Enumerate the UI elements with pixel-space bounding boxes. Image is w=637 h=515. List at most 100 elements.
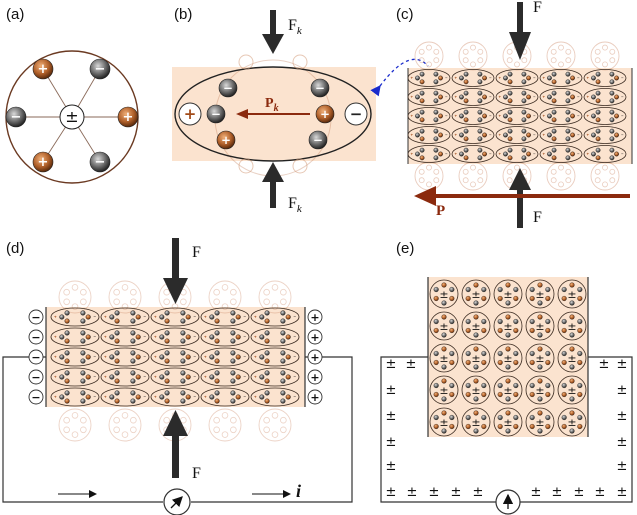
- neutral-charge-symbol: ±: [386, 409, 397, 424]
- neutral-cell: ±: [557, 279, 587, 309]
- panel-b: (b) + − −−−++− Pk Fk Fk: [172, 6, 429, 215]
- neutral-charge-symbol: ±: [617, 357, 628, 372]
- svg-text:−: −: [293, 315, 296, 319]
- svg-text:+: +: [454, 95, 457, 99]
- surface-negative-charge: [28, 369, 44, 385]
- svg-text:+: +: [254, 375, 257, 379]
- neutral-charge-symbol: ±: [617, 383, 628, 398]
- svg-text:+: +: [498, 95, 501, 99]
- lattice-cell: +−: [583, 145, 627, 163]
- surface-negative-charge: [28, 349, 44, 365]
- neutral-cell: ±: [429, 343, 459, 373]
- zoom-pointer-arrow: [370, 58, 429, 97]
- anion-ion: −: [89, 151, 111, 173]
- ghost-cell: [258, 280, 292, 314]
- svg-text:−: −: [143, 375, 146, 379]
- ghost-cell: [458, 161, 488, 191]
- svg-text:+: +: [154, 375, 157, 379]
- ghost-cell: [108, 408, 142, 442]
- svg-text:−: −: [143, 315, 146, 319]
- svg-text:±: ±: [567, 352, 576, 365]
- neutral-cell: ±: [493, 279, 523, 309]
- ghost-cell: [590, 41, 620, 71]
- svg-text:+: +: [410, 114, 413, 118]
- neutral-charge-symbol: ±: [386, 485, 397, 500]
- svg-text:−: −: [143, 355, 146, 359]
- svg-text:−: −: [95, 62, 106, 77]
- svg-text:−: −: [193, 395, 196, 399]
- lattice-cell: +−: [50, 387, 100, 407]
- svg-text:+: +: [38, 62, 49, 77]
- lattice-cell: +−: [451, 88, 495, 106]
- svg-text:±: ±: [567, 320, 576, 333]
- svg-text:−: −: [31, 331, 40, 344]
- ghost-ion: [238, 158, 254, 174]
- svg-text:−: −: [577, 114, 580, 118]
- svg-text:+: +: [204, 355, 207, 359]
- cation-ion: +: [216, 130, 236, 150]
- svg-text:−: −: [31, 391, 40, 404]
- neutral-cell: ±: [461, 279, 491, 309]
- lattice-cell: +−: [495, 88, 539, 106]
- svg-text:+: +: [204, 395, 207, 399]
- svg-text:±: ±: [439, 288, 448, 301]
- cation-ion: +: [117, 106, 139, 128]
- anion-ion: −: [89, 58, 111, 80]
- svg-text:+: +: [254, 315, 257, 319]
- svg-text:+: +: [204, 335, 207, 339]
- lattice-cell: +−: [150, 307, 200, 327]
- svg-text:−: −: [193, 335, 196, 339]
- svg-text:±: ±: [439, 320, 448, 333]
- neutral-cell: ±: [493, 375, 523, 405]
- ghost-cell: [158, 280, 192, 314]
- svg-text:−: −: [93, 335, 96, 339]
- neutral-charge-symbol: ±: [386, 435, 397, 450]
- svg-text:−: −: [577, 95, 580, 99]
- lattice-cell: +−: [495, 126, 539, 144]
- svg-text:+: +: [410, 76, 413, 80]
- svg-text:−: −: [489, 76, 492, 80]
- svg-text:±: ±: [439, 384, 448, 397]
- lattice-cell: +−: [539, 145, 583, 163]
- svg-text:+: +: [204, 315, 207, 319]
- neutral-charge-symbol: ±: [531, 485, 542, 500]
- svg-text:−: −: [313, 133, 323, 147]
- panel-d: (d) +−+−+−+−+−+−+−+−+−+−+−+−+−+−+−+−+−+−…: [2, 238, 353, 515]
- force-arrowhead-top-c: [509, 32, 531, 60]
- neutral-cell: ±: [461, 343, 491, 373]
- neutral-cell: ±: [461, 311, 491, 341]
- neutral-charge-symbol: ±: [473, 485, 484, 500]
- lattice-cell: +−: [539, 88, 583, 106]
- neutral-cell: ±: [525, 279, 555, 309]
- force-arrowhead-bottom-d: [163, 410, 188, 436]
- force-label-bottom-b: Fk: [288, 195, 303, 215]
- svg-text:±: ±: [439, 416, 448, 429]
- ghost-ion: [292, 54, 308, 70]
- svg-text:+: +: [123, 110, 134, 125]
- lattice-cell: +−: [250, 307, 300, 327]
- svg-text:+: +: [498, 152, 501, 156]
- svg-text:+: +: [454, 152, 457, 156]
- anion-ion: −: [5, 106, 27, 128]
- svg-text:−: −: [445, 76, 448, 80]
- svg-text:−: −: [243, 355, 246, 359]
- right-minus-symbol: −: [350, 105, 363, 123]
- deformed-cell-ellipse: [174, 66, 372, 162]
- svg-text:+: +: [104, 315, 107, 319]
- svg-text:±: ±: [471, 320, 480, 333]
- lattice-cell: +−: [583, 69, 627, 87]
- svg-text:+: +: [310, 391, 319, 404]
- right-minus-charge: [344, 102, 368, 126]
- svg-text:±: ±: [535, 320, 544, 333]
- deformed-lattice-d: +−+−+−+−+−+−+−+−+−+−+−+−+−+−+−+−+−+−+−+−…: [50, 307, 300, 407]
- force-arrow-top-c: [517, 2, 523, 34]
- neutral-charge-symbol: ±: [595, 485, 606, 500]
- svg-text:−: −: [11, 110, 22, 125]
- left-plus-charge: [178, 102, 202, 126]
- dipole-arrowhead-b: [236, 109, 248, 119]
- lattice-cell: +−: [150, 367, 200, 387]
- neutral-charge-symbol: ±: [407, 485, 418, 500]
- svg-text:±: ±: [535, 384, 544, 397]
- neutral-charge-symbol: ±: [429, 485, 440, 500]
- surface-negative-charge: [28, 329, 44, 345]
